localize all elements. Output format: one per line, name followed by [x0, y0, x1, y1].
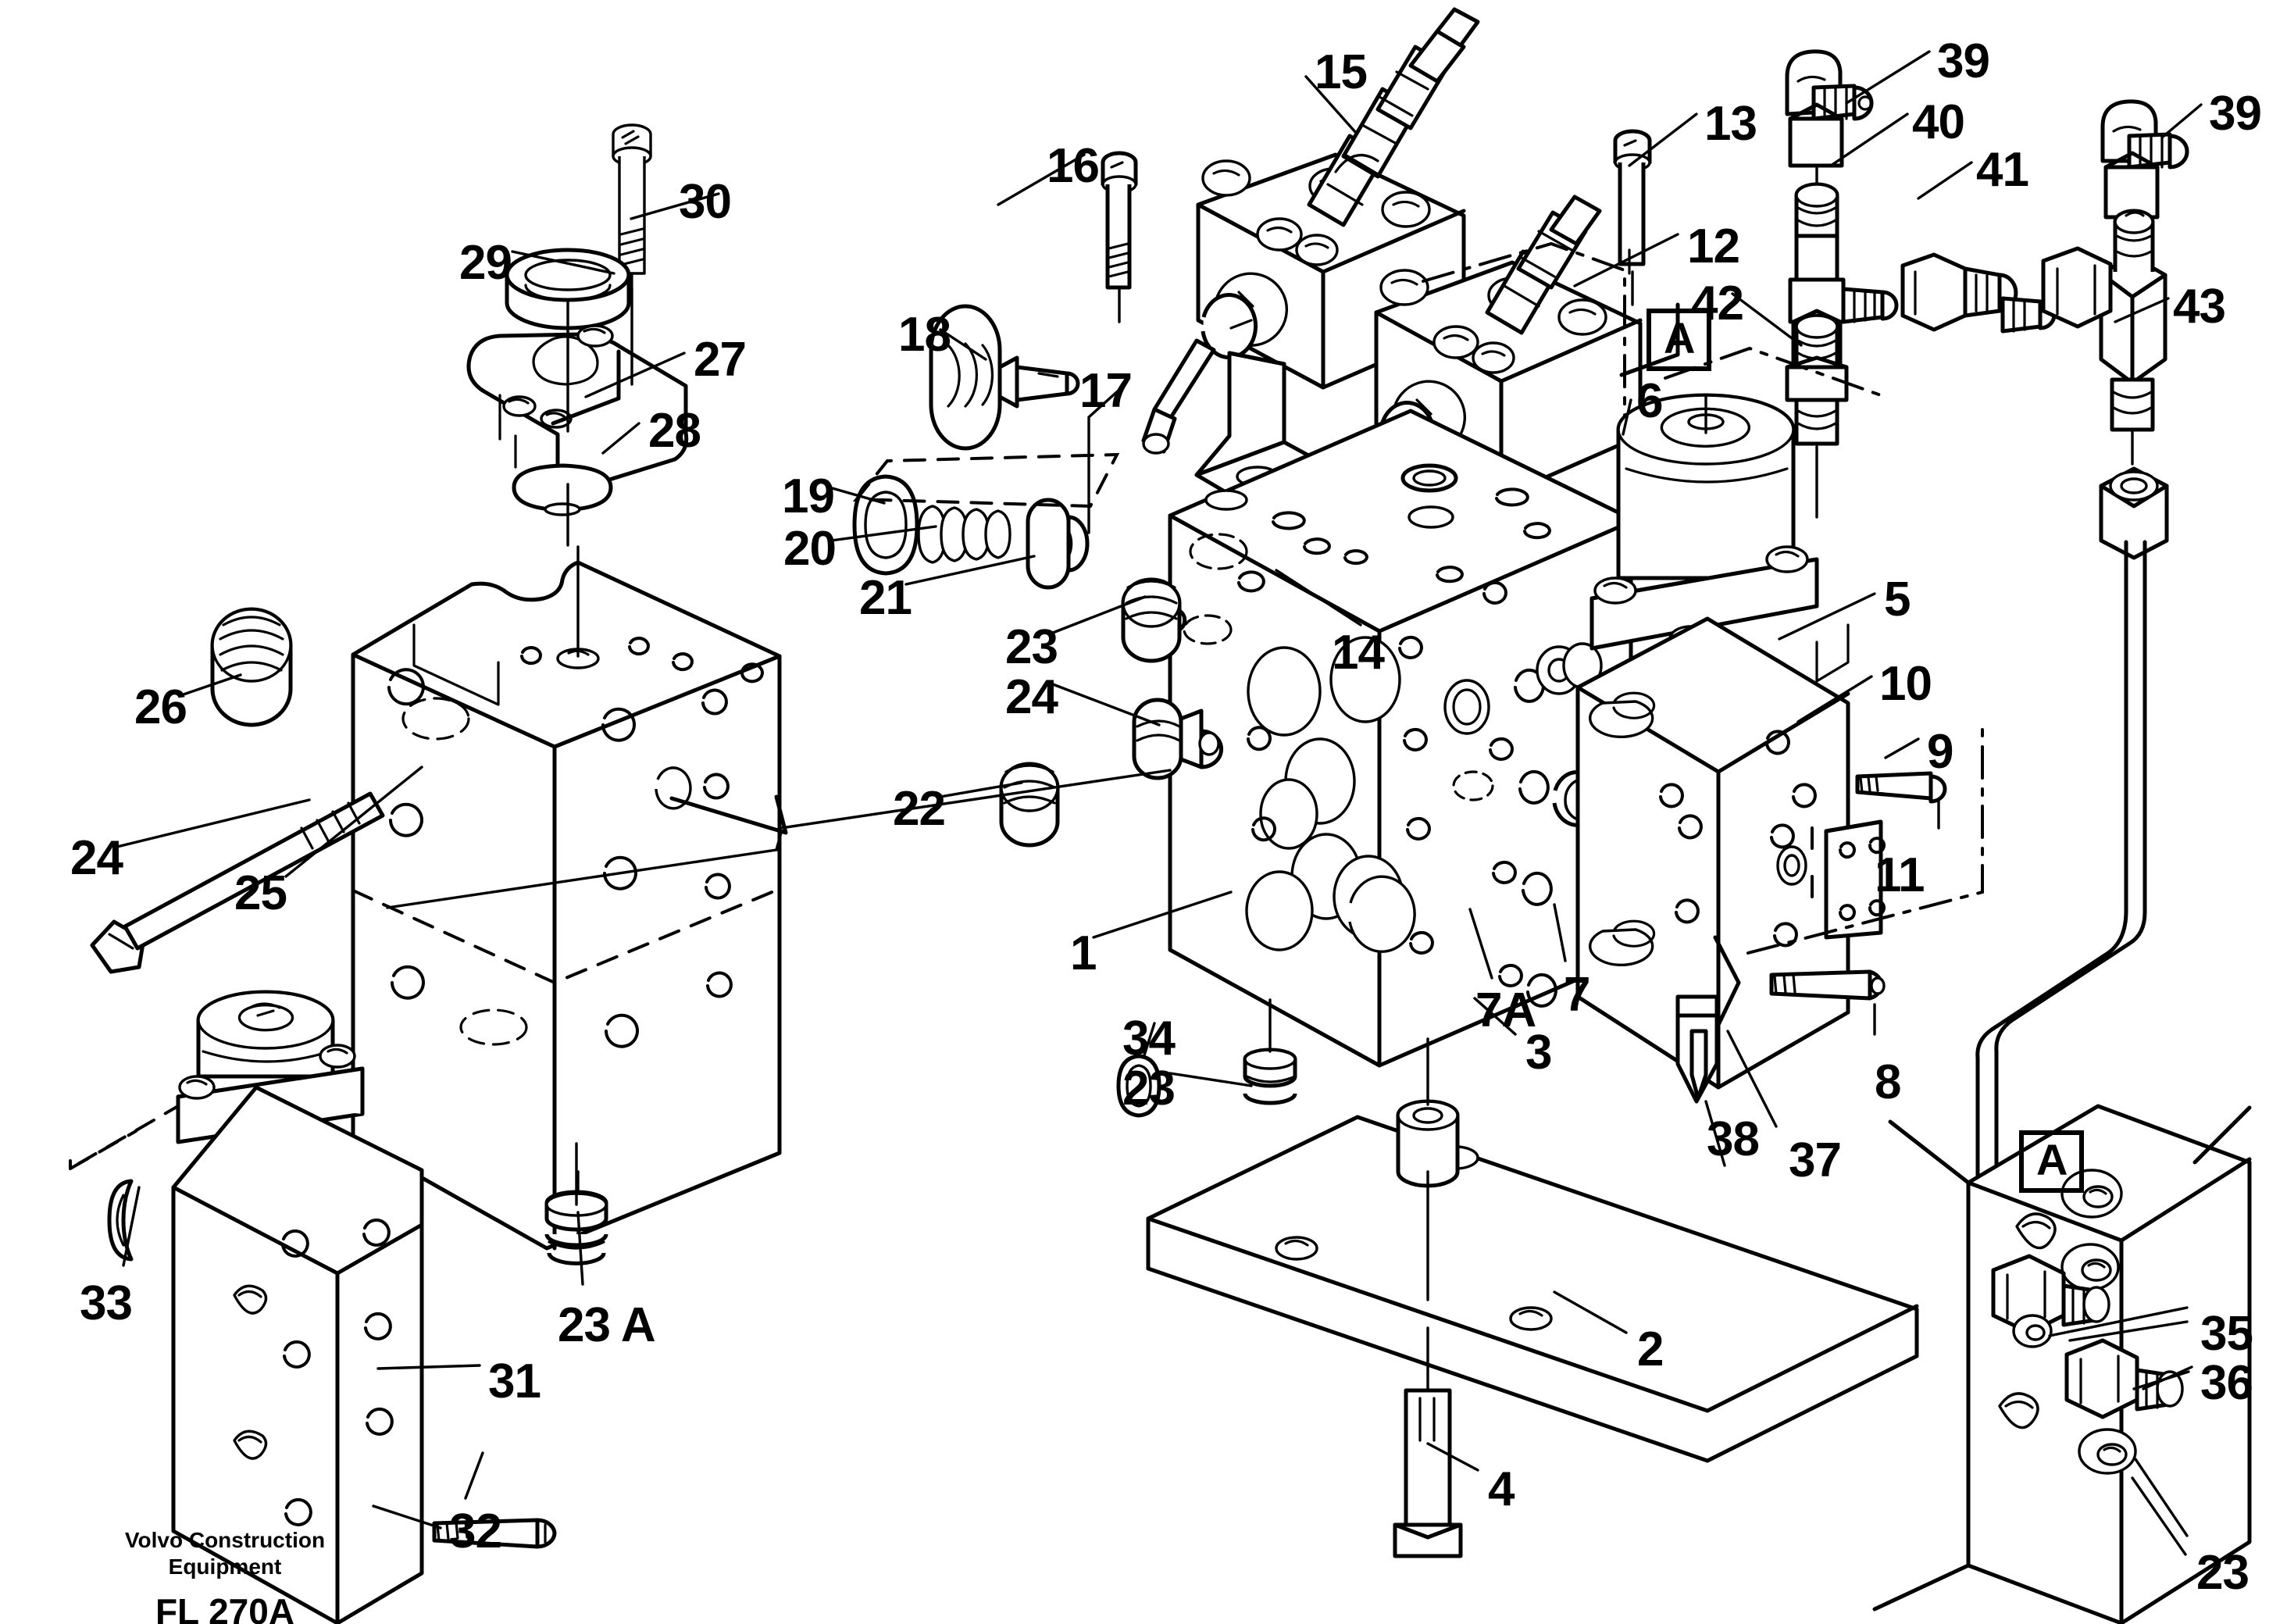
part-callout-26: 26: [134, 680, 187, 734]
relief-cartridge-group: [852, 304, 1120, 590]
part-callout-21: 21: [859, 571, 912, 625]
left-valve-block-25: [351, 545, 788, 1265]
part-callout-34: 34: [1122, 1012, 1176, 1065]
pilot-valve-blocks: [1101, 7, 1652, 605]
brand-line-1: Volvo Construction: [124, 1528, 326, 1552]
part-callout-12: 12: [1687, 220, 1740, 273]
part-callout-1: 1: [1070, 926, 1097, 980]
spring-20: [917, 505, 1011, 564]
part-callout-32: 32: [449, 1504, 502, 1558]
oring-34: [1116, 1054, 1161, 1118]
cartridge-18: [929, 304, 1080, 451]
part-callout-14: 14: [1332, 626, 1385, 680]
ring-29: [505, 248, 631, 330]
detail-mark-a-2: A: [2019, 1130, 2085, 1193]
spool-stack-12: [1485, 195, 1602, 335]
washer-7-upper: [1536, 642, 1603, 695]
part-callout-25: 25: [234, 866, 287, 920]
part-callout-6: 6: [1636, 374, 1663, 428]
gasket-28: [512, 463, 613, 516]
tee-41: [1788, 252, 2057, 369]
part-callout-42: 42: [1691, 277, 1744, 330]
part-callout-5: 5: [1884, 573, 1911, 626]
plug-21: [1026, 498, 1090, 590]
part-callout-27: 27: [694, 333, 747, 387]
part-callout-28: 28: [648, 404, 701, 458]
leader-lines: [116, 50, 2203, 1556]
part-callout-29: 29: [459, 236, 512, 290]
bolt-4: [1393, 1326, 1463, 1558]
bolt-8: [1769, 969, 1886, 1036]
plug-23-upper-left: [1121, 577, 1187, 663]
mounting-plate-group: [1146, 1037, 1919, 1558]
part-callout-22: 22: [893, 782, 946, 836]
part-callout-15: 15: [1315, 45, 1368, 99]
part-callout-40: 40: [1912, 95, 1965, 149]
plug-23-bottom: [1243, 998, 1297, 1105]
part-callout-7: 7: [1564, 968, 1590, 1022]
part-callout-16: 16: [1047, 139, 1100, 193]
plug-26: [210, 607, 293, 727]
pilot-nose-37-38: [1675, 935, 1778, 1167]
plug-22: [999, 762, 1060, 848]
part-callout-13: 13: [1704, 97, 1757, 151]
part-callout-33: 33: [80, 1276, 133, 1330]
part-callout-23: 23: [1005, 620, 1058, 674]
fitting-36-upper: [1991, 1254, 2110, 1335]
part-callout-7A: 7A: [1475, 983, 1536, 1037]
part-callout-4: 4: [1488, 1462, 1515, 1516]
part-callout-11: 11: [1875, 848, 1925, 902]
part-callout-23-A: 23 A: [558, 1298, 656, 1352]
part-callout-8: 8: [1875, 1055, 1901, 1109]
hose-fittings-group: [1642, 49, 2189, 1247]
part-callout-35: 35: [2200, 1307, 2253, 1361]
fitting-43: [1975, 209, 2169, 1247]
part-callout-24: 24: [70, 831, 123, 885]
part-callout-23: 23: [1122, 1062, 1176, 1115]
detail-a-block: [1872, 1104, 2252, 1624]
drawing-code: FL 270A: [155, 1591, 295, 1624]
bolt-32: [432, 1518, 557, 1549]
part-callout-23: 23: [2196, 1546, 2250, 1600]
cover-plate-group: [466, 123, 689, 547]
spacer-3: [1396, 1037, 1460, 1301]
right-solenoid-valve-group: [1575, 302, 1984, 1167]
part-callout-36: 36: [2200, 1356, 2253, 1410]
part-callout-10: 10: [1879, 657, 1932, 711]
solenoid-valve-31: [69, 990, 557, 1624]
bolt-30: [612, 123, 652, 291]
part-callout-17: 17: [1079, 364, 1133, 418]
part-callout-9: 9: [1927, 725, 1953, 779]
part-callout-38: 38: [1707, 1112, 1760, 1166]
detail-mark-a-1: A: [1647, 309, 1712, 371]
part-callout-20: 20: [783, 522, 837, 576]
plug-23a: [544, 1142, 608, 1265]
brand-line-2: Equipment: [168, 1554, 282, 1579]
part-callout-18: 18: [898, 308, 951, 362]
bolt-16: [1101, 151, 1138, 323]
oring-33: [107, 1179, 134, 1262]
spool-stack-15: [1307, 7, 1480, 227]
part-callout-39: 39: [1937, 34, 1990, 88]
bolt-11: [1855, 771, 1947, 830]
bolt-13: [1613, 129, 1652, 306]
part-callout-2: 2: [1637, 1322, 1664, 1376]
part-callout-43: 43: [2173, 280, 2226, 334]
part-callout-39: 39: [2209, 87, 2262, 141]
part-callout-37: 37: [1789, 1133, 1842, 1187]
part-callout-31: 31: [488, 1355, 541, 1408]
part-callout-30: 30: [679, 175, 732, 229]
bolt-24-left: [90, 791, 385, 974]
nipple-40: [1794, 182, 1839, 282]
drawing-footer: Volvo Construction Equipment FL 270A: [61, 1527, 389, 1624]
part-callout-24: 24: [1005, 670, 1058, 724]
part-callout-41: 41: [1976, 143, 2029, 197]
part-callout-3: 3: [1525, 1026, 1552, 1080]
nipple-42: [1642, 313, 1849, 549]
part-callout-19: 19: [782, 469, 835, 523]
